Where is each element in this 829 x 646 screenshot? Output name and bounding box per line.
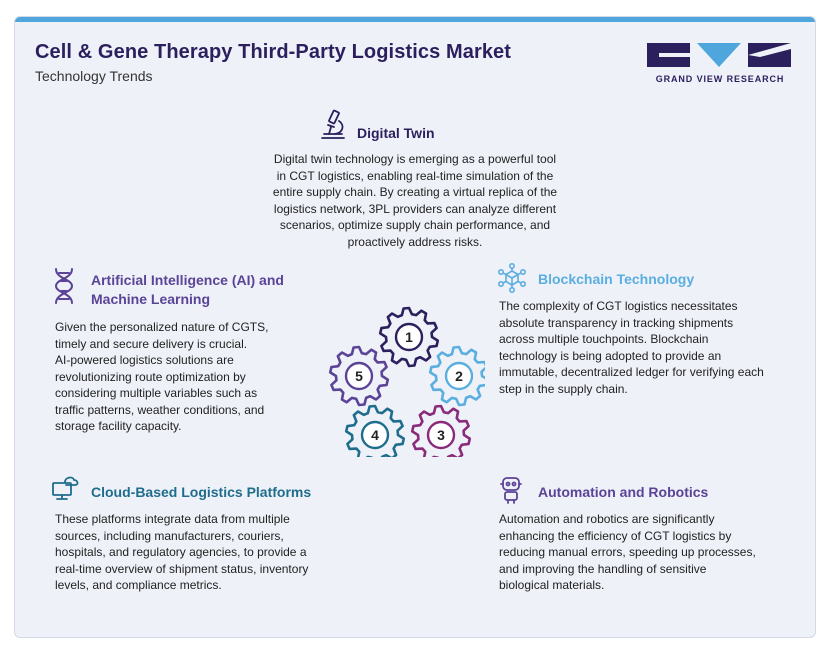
body-line: absolute transparency in tracking shipme… (499, 315, 734, 330)
gear-hub (344, 361, 374, 391)
title-line: Artificial Intelligence (AI) and (91, 272, 284, 288)
logo-mark (647, 43, 791, 67)
page-subtitle: Technology Trends (35, 68, 153, 84)
ai-ml-title: Artificial Intelligence (AI) and Machine… (91, 271, 284, 309)
title-line: Machine Learning (91, 291, 211, 307)
body-line: traffic patterns, weather conditions, an… (55, 402, 265, 417)
dna-icon (54, 268, 74, 304)
gear-number: 2 (455, 368, 463, 384)
digital-twin-title: Digital Twin (357, 125, 435, 141)
cloud-computer-icon (52, 476, 79, 500)
digital-twin-body: Digital twin technology is emerging as a… (215, 151, 615, 250)
body-line: proactively address risks. (347, 234, 483, 249)
grand-view-research-logo: GRAND VIEW RESEARCH (645, 41, 795, 101)
infographic-card: Cell & Gene Therapy Third-Party Logistic… (14, 16, 816, 638)
gear-5: 5 (328, 345, 390, 407)
accent-bar (15, 17, 815, 22)
gear-number: 5 (355, 368, 363, 384)
body-line: across multiple touchpoints. Blockchain (499, 332, 709, 346)
body-line: timely and secure delivery is crucial. (55, 336, 248, 351)
body-line: step in the supply chain. (499, 381, 628, 396)
cloud-body: These platforms integrate data from mult… (55, 511, 355, 594)
body-line: storage facility capacity. (55, 419, 182, 433)
gear-number: 3 (437, 427, 445, 443)
gear-number: 1 (405, 329, 413, 345)
body-line: The complexity of CGT logistics necessit… (499, 299, 738, 313)
body-line: logistics network, 3PL providers can ana… (273, 201, 557, 216)
body-line: real-time overview of shipment status, i… (55, 561, 309, 576)
body-line: Given the personalized nature of CGTS, (55, 320, 269, 334)
gear-hub (394, 322, 424, 352)
gear-number: 4 (371, 427, 379, 443)
body-line: AI-powered logistics solutions are (55, 353, 234, 367)
gear-hub (426, 420, 456, 450)
automation-title: Automation and Robotics (538, 484, 709, 500)
body-line: entire supply chain. By creating a virtu… (272, 185, 558, 199)
logo-text: GRAND VIEW RESEARCH (655, 74, 785, 84)
cloud-title: Cloud-Based Logistics Platforms (91, 484, 312, 500)
body-line: and improving the handling of sensitive (499, 561, 707, 576)
gear-4: 4 (344, 404, 406, 457)
gear-2: 2 (428, 345, 485, 407)
robot-icon (500, 477, 522, 504)
body-line: considering multiple variables such as (55, 386, 258, 400)
body-line: reducing manual errors, speeding up proc… (499, 545, 756, 559)
automation-body: Automation and robotics are significantl… (499, 511, 799, 594)
ai-ml-body: Given the personalized nature of CGTS, t… (55, 319, 325, 435)
blockchain-title: Blockchain Technology (538, 271, 695, 287)
gears-cluster: 1 2 3 4 5 (328, 306, 485, 457)
gear-1: 1 (378, 306, 440, 368)
gear-hub (360, 420, 390, 450)
body-line: immutable, decentralized ledger for veri… (499, 365, 764, 379)
body-line: sources, including manufacturers, courie… (55, 528, 284, 543)
gear-3: 3 (410, 404, 472, 457)
body-line: biological materials. (499, 578, 605, 592)
body-line: Digital twin technology is emerging as a… (273, 152, 557, 166)
body-line: technology is being adopted to provide a… (499, 348, 722, 363)
body-line: levels, and compliance metrics. (55, 578, 222, 592)
gear-hub (444, 361, 474, 391)
body-line: Automation and robotics are significantl… (499, 512, 715, 526)
body-line: hospitals, and regulatory agencies, to p… (55, 545, 307, 559)
body-line: scenarios, optimize supply chain perform… (279, 218, 551, 232)
blockchain-body: The complexity of CGT logistics necessit… (499, 298, 799, 397)
body-line: revolutionizing route optimization by (55, 369, 246, 384)
network-cube-icon (497, 263, 526, 293)
body-line: These platforms integrate data from mult… (55, 512, 290, 526)
page-title: Cell & Gene Therapy Third-Party Logistic… (35, 41, 512, 63)
body-line: in CGT logistics, enabling real-time sim… (276, 168, 554, 183)
body-line: enhancing the efficiency of CGT logistic… (499, 528, 732, 543)
microscope-icon (321, 109, 345, 139)
